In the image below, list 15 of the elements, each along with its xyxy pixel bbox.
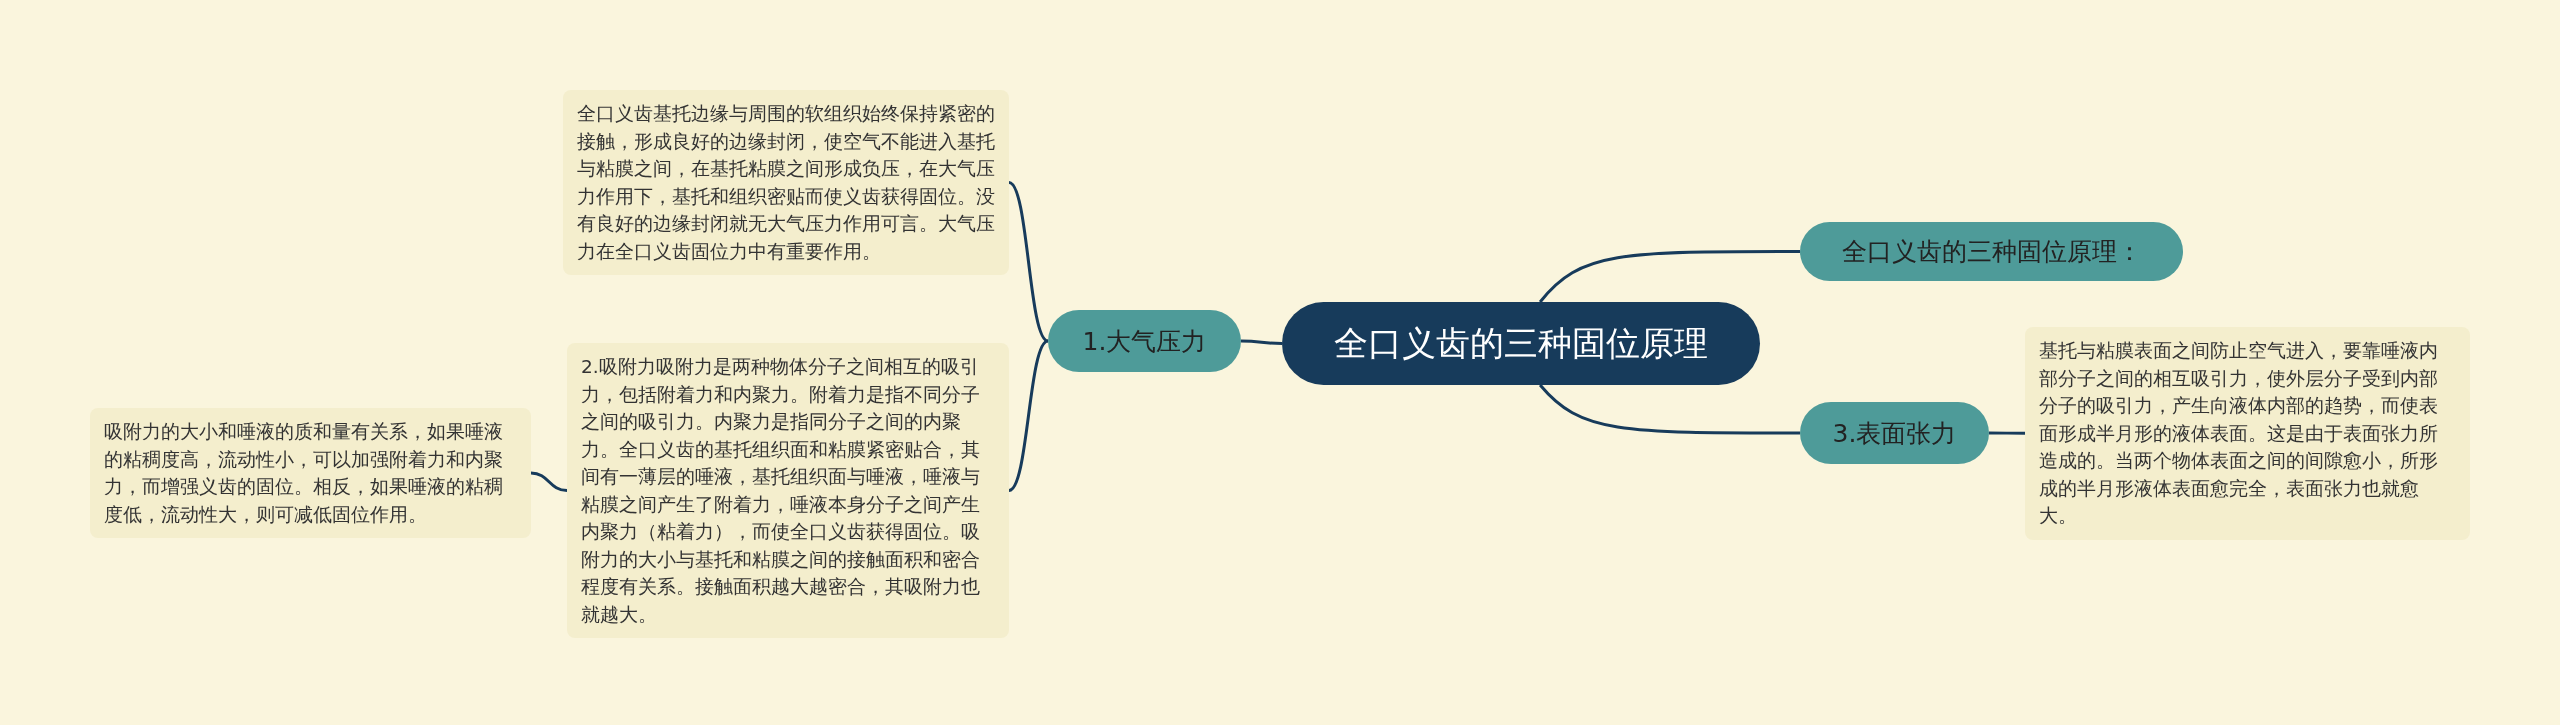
connector-line <box>530 471 568 492</box>
topic-box: 全口义齿的三种固位原理： <box>1800 222 2183 281</box>
connector-line <box>1989 431 2025 435</box>
text-card: 基托与粘膜表面之间防止空气进入，要靠唾液内部分子之间的相互吸引力，使外层分子受到内部分子的吸引力，产生向液体内部的趋势，而使表面形成半月形的液体表面。这是由于表面张力所造成的。当两个物体表面之间的间隙愈小，所形成的半月形液体表面愈完全，表面张力也就愈大。 <box>2025 327 2470 540</box>
topic-box: 1.大气压力 <box>1048 310 1241 372</box>
connector-line <box>1241 339 1282 345</box>
connector-line <box>1008 339 1049 492</box>
connector-line <box>1539 250 1800 303</box>
connector-line <box>1539 384 1800 435</box>
text-card: 全口义齿基托边缘与周围的软组织始终保持紧密的接触，形成良好的边缘封闭，使空气不能进入基托与粘膜之间，在基托粘膜之间形成负压，在大气压力作用下，基托和组织密贴而使义齿获得固位。没有良好的边缘封闭就无大气压力作用可言。大气压力在全口义齿固位力中有重要作用。 <box>563 90 1009 275</box>
connector-line <box>1008 181 1049 343</box>
topic-box: 3.表面张力 <box>1800 402 1989 464</box>
text-card: 吸附力的大小和唾液的质和量有关系，如果唾液的粘稠度高，流动性小，可以加强附着力和内聚力，而增强义齿的固位。相反，如果唾液的粘稠度低，流动性大，则可减低固位作用。 <box>90 408 531 538</box>
central-topic: 全口义齿的三种固位原理 <box>1282 302 1760 385</box>
text-card: 2.吸附力吸附力是两种物体分子之间相互的吸引力，包括附着力和内聚力。附着力是指不同分子之间的吸引力。内聚力是指同分子之间的内聚力。全口义齿的基托组织面和粘膜紧密贴合，其间有一薄层的唾液，基托组织面与唾液，唾液与粘膜之间产生了附着力，唾液本身分子之间产生内聚力（粘着力），而使全口义齿获得固位。吸附力的大小与基托和粘膜之间的接触面积和密合程度有关系。接触面积越大越密合，其吸附力也就越大。 <box>567 343 1009 638</box>
